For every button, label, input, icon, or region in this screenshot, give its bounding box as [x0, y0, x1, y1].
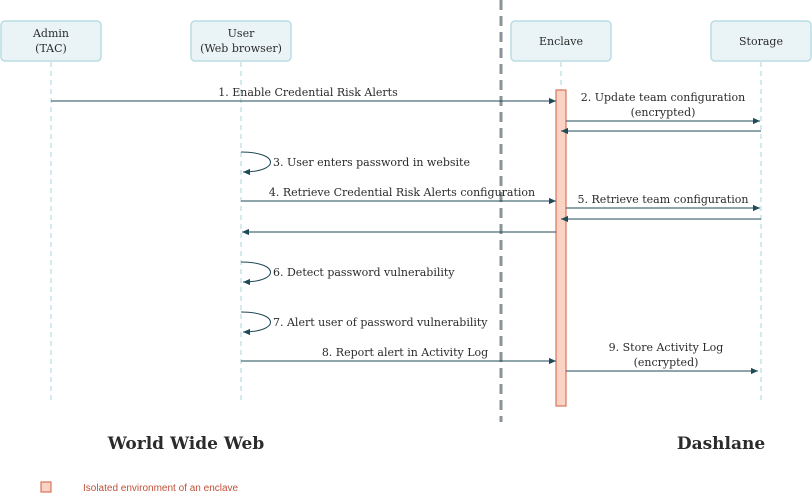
region-label-dashlane: Dashlane [677, 434, 766, 454]
actor-enclave-box [510, 20, 612, 62]
actor-storage: Storage [710, 20, 812, 62]
actor-enclave-label: Enclave [539, 35, 583, 48]
msg-5-label: 5. Retrieve team configuration [578, 193, 749, 206]
actor-admin: Admin (TAC) [0, 20, 102, 62]
actor-enclave: Enclave [510, 20, 612, 62]
actor-admin-label: Admin [32, 27, 69, 40]
msg-8-label: 8. Report alert in Activity Log [322, 346, 488, 359]
msg-7-self-arrow [240, 311, 271, 336]
msg-7-label: 7. Alert user of password vulnerability [273, 316, 488, 329]
actor-admin-sublabel: (TAC) [35, 42, 67, 55]
msg-6-self-arrow [240, 261, 271, 286]
msg-9-sublabel: (encrypted) [634, 356, 699, 369]
actor-storage-box [710, 20, 812, 62]
region-label-world-wide-web: World Wide Web [107, 434, 265, 454]
actor-storage-label: Storage [739, 35, 783, 48]
msg-3-label: 3. User enters password in website [273, 156, 470, 169]
legend-enclave-label: Isolated environment of an enclave [83, 483, 239, 494]
enclave-activation-bar [555, 89, 567, 407]
msg-6-label: 6. Detect password vulnerability [273, 266, 455, 279]
msg-4-label: 4. Retrieve Credential Risk Alerts confi… [269, 186, 535, 199]
actor-user-box [190, 20, 292, 62]
actor-user-sublabel: (Web browser) [200, 42, 282, 55]
legend-enclave-swatch [40, 481, 52, 493]
msg-2-sublabel: (encrypted) [631, 106, 696, 119]
actor-user: User (Web browser) [190, 20, 292, 62]
msg-2-label: 2. Update team configuration [581, 91, 746, 104]
msg-3-self-arrow [240, 151, 271, 176]
actor-admin-box [0, 20, 102, 62]
actor-user-label: User [228, 27, 255, 40]
msg-9-label: 9. Store Activity Log [609, 341, 724, 354]
msg-1-label: 1. Enable Credential Risk Alerts [218, 86, 398, 99]
